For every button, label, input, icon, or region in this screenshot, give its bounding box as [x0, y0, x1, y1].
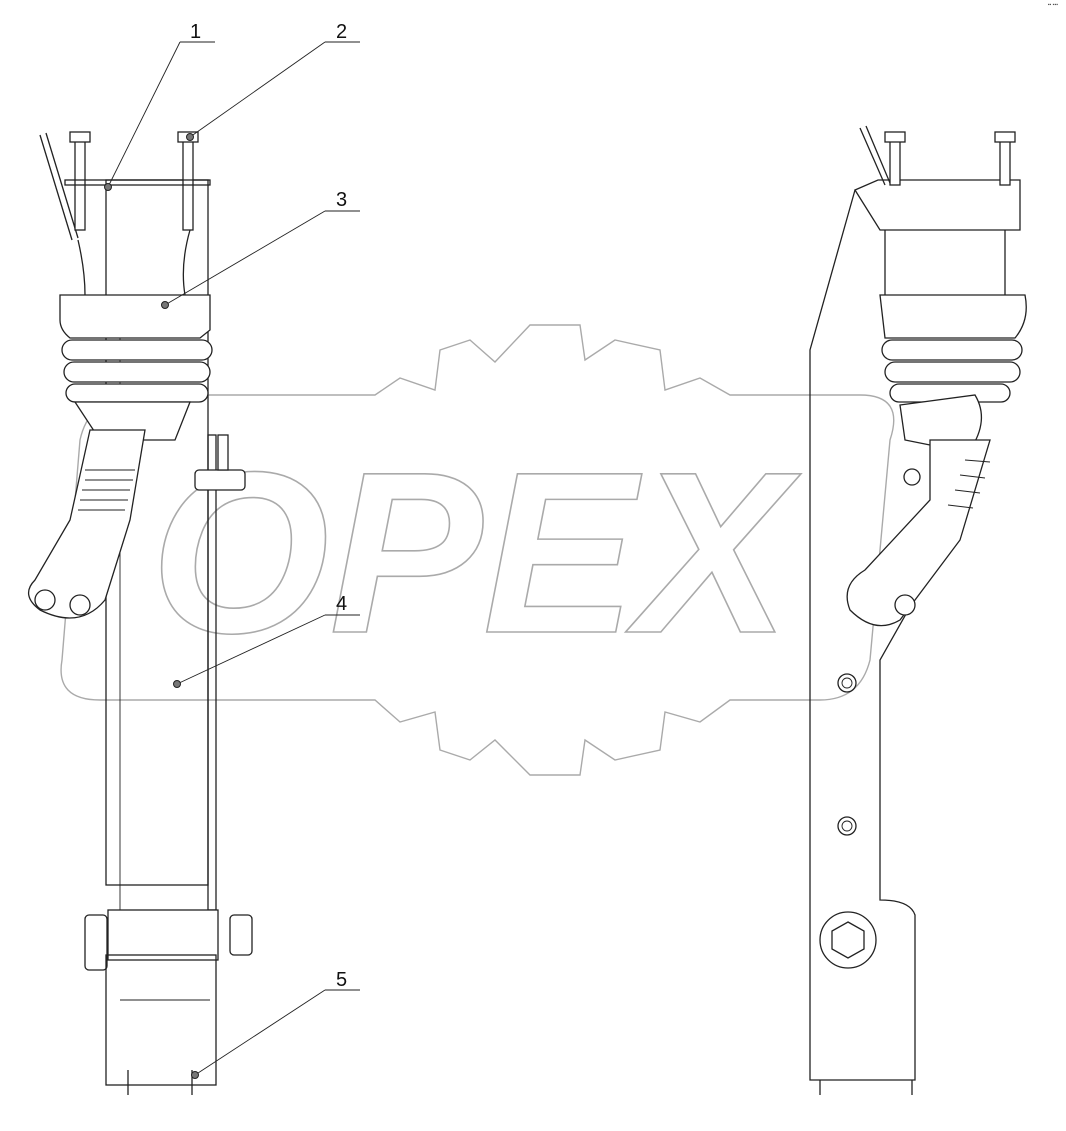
callout-4: 4 — [173, 593, 360, 688]
watermark-text: OPEX — [150, 424, 801, 681]
callout-2: 2 — [186, 21, 360, 141]
left-view-assembly — [28, 131, 253, 1095]
callout-1: 1 — [104, 21, 215, 191]
right-view-assembly — [809, 125, 1027, 1095]
callout-label: 2 — [336, 21, 347, 43]
callout-label: 3 — [336, 189, 347, 211]
corner-mark: ▪▪ ▪▪▪ — [1047, 2, 1058, 8]
callout-label: 5 — [336, 969, 347, 991]
callout-label: 1 — [190, 21, 201, 43]
callout-3: 3 — [161, 189, 360, 309]
callout-label: 4 — [336, 593, 347, 615]
opex-watermark: OPEX — [60, 324, 895, 776]
callout-5: 5 — [191, 969, 360, 1079]
